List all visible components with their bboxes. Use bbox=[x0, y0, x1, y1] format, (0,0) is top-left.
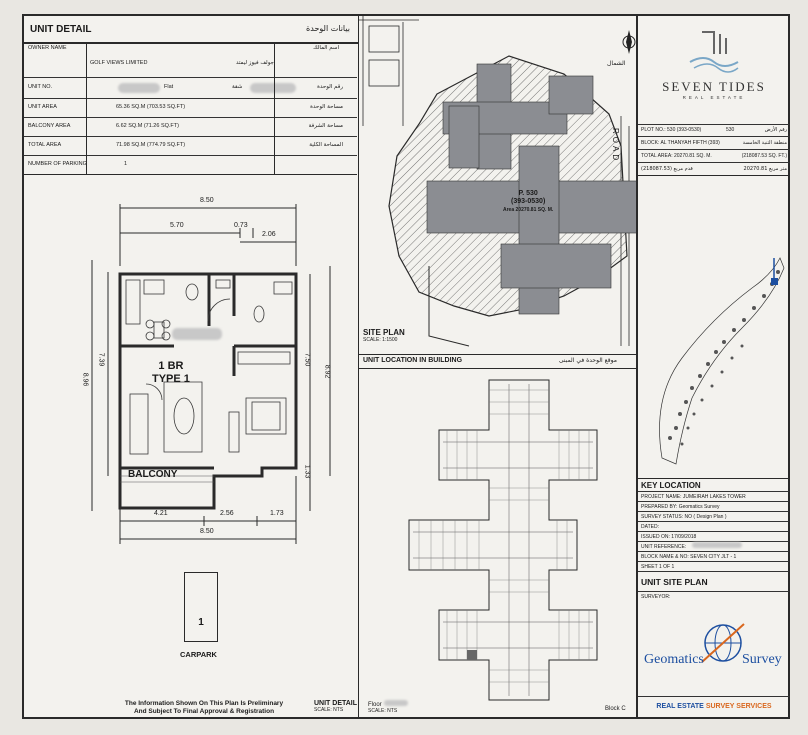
table-row: SURVEY STATUS: NO ( Design Plan ) bbox=[638, 512, 790, 522]
unit-detail-title: UNIT DETAIL bbox=[30, 24, 92, 35]
geomatics-name-left: Geomatics bbox=[644, 652, 704, 667]
unit-detail-footer-label: UNIT DETAIL SCALE: NTS bbox=[314, 700, 358, 713]
unit-location-panel: UNIT LOCATION IN BUILDING موقع الوحدة في… bbox=[359, 354, 637, 719]
table-row: TOTAL AREA 71.98 SQ.M (774.79 SQ.FT) الم… bbox=[24, 137, 357, 156]
site-plan-panel: P. 530 (393-0530) Area 20270.81 SQ. M. R… bbox=[359, 16, 638, 355]
survey-sheet: UNIT DETAIL بيانات الوحدة OWNER NAME GOL… bbox=[22, 14, 790, 719]
table-row: PREPARED BY: Geomatics Survey bbox=[638, 502, 790, 512]
seven-tides-logo-icon bbox=[689, 31, 739, 73]
table-row: UNIT REFERENCE: bbox=[638, 542, 790, 552]
table-row: TOTAL AREA: 20270.81 SQ. M. (218087.53 S… bbox=[638, 150, 790, 163]
unit-type-line1: 1 BR bbox=[158, 360, 184, 372]
plot-label: P. 530 (393-0530) Area 20270.81 SQ. M. bbox=[503, 190, 554, 213]
table-row: (218087.53) قدم مربع 20270.81 متر مربع bbox=[638, 163, 790, 176]
table-row: NUMBER OF PARKING 1 bbox=[24, 156, 357, 175]
north-label: الشمال bbox=[607, 60, 626, 67]
table-row: DATED: bbox=[638, 522, 790, 532]
key-location-title: KEY LOCATION bbox=[638, 478, 790, 492]
key-location-map bbox=[659, 257, 785, 465]
right-panel: SEVEN TIDES REAL ESTATE PLOT NO.: 530 (3… bbox=[638, 16, 790, 719]
unit-type-label: 1 BR TYPE 1 bbox=[152, 360, 190, 386]
unit-location-title: UNIT LOCATION IN BUILDING bbox=[363, 357, 463, 364]
road-label: ROAD bbox=[611, 128, 620, 164]
globe-icon bbox=[701, 623, 745, 663]
balcony-label: BALCONY bbox=[128, 469, 178, 480]
table-row: BALCONY AREA 6.62 SQ.M (71.26 SQ.FT) مسا… bbox=[24, 118, 357, 137]
floor-footer-label: Floor SCALE: NTS bbox=[368, 700, 408, 714]
table-row: ISSUED ON: 17/09/2018 bbox=[638, 532, 790, 542]
block-label: Block C bbox=[605, 706, 626, 712]
carpark-label: CARPARK bbox=[180, 650, 217, 659]
footer-note-line1: The Information Shown On This Plan Is Pr… bbox=[124, 700, 284, 707]
table-row: BLOCK: AL THANYAH FIFTH (393) منطقة الثن… bbox=[638, 137, 790, 150]
unit-detail-panel: UNIT DETAIL بيانات الوحدة OWNER NAME GOL… bbox=[24, 16, 359, 719]
table-row: UNIT AREA 65.36 SQ.M (703.53 SQ.FT) مساح… bbox=[24, 99, 357, 118]
unit-location-title-ar: موقع الوحدة في المبنى bbox=[558, 357, 617, 364]
table-row: PROJECT NAME: JUMEIRAH LAKES TOWER bbox=[638, 492, 790, 502]
unit-site-plan-title: UNIT SITE PLAN bbox=[638, 572, 790, 592]
table-row: UNIT NO. Flat شقة رقم الوحدة bbox=[24, 78, 357, 99]
brand-name: SEVEN TIDES bbox=[662, 79, 766, 94]
geomatics-tagline: REAL ESTATE SURVEY SERVICES bbox=[638, 696, 790, 719]
site-plan-title: SITE PLAN SCALE: 1:1500 bbox=[363, 328, 405, 343]
footer-note: The Information Shown On This Plan Is Pr… bbox=[84, 700, 324, 716]
site-plan-drawing bbox=[359, 16, 638, 347]
brand-logo: SEVEN TIDES REAL ESTATE bbox=[638, 16, 790, 125]
table-row: PLOT NO.: 530 (393-0530) 530 رقم الأرض bbox=[638, 124, 790, 137]
table-row: SHEET 1 OF 1 bbox=[638, 562, 790, 572]
surveyor-row: SURVEYOR: bbox=[641, 594, 671, 600]
table-row: BLOCK NAME & NO: SEVEN CITY JLT - 1 bbox=[638, 552, 790, 562]
floor-plan-drawing bbox=[91, 204, 331, 544]
geomatics-name-right: Survey bbox=[742, 652, 782, 667]
footer-note-line2: And Subject To Final Approval & Registra… bbox=[133, 708, 275, 715]
geomatics-logo: Geomatics Survey bbox=[638, 612, 790, 692]
table-row: OWNER NAME GOLF VIEWS LIMITED جولف فيوز … bbox=[24, 43, 357, 78]
building-layout-drawing bbox=[408, 379, 598, 701]
unit-type-line2: TYPE 1 bbox=[152, 373, 190, 385]
unit-detail-title-ar: بيانات الوحدة bbox=[306, 24, 350, 33]
carpark-bay: 1 bbox=[184, 572, 218, 642]
brand-sub: REAL ESTATE bbox=[682, 95, 746, 100]
carpark-number: 1 bbox=[198, 617, 204, 628]
